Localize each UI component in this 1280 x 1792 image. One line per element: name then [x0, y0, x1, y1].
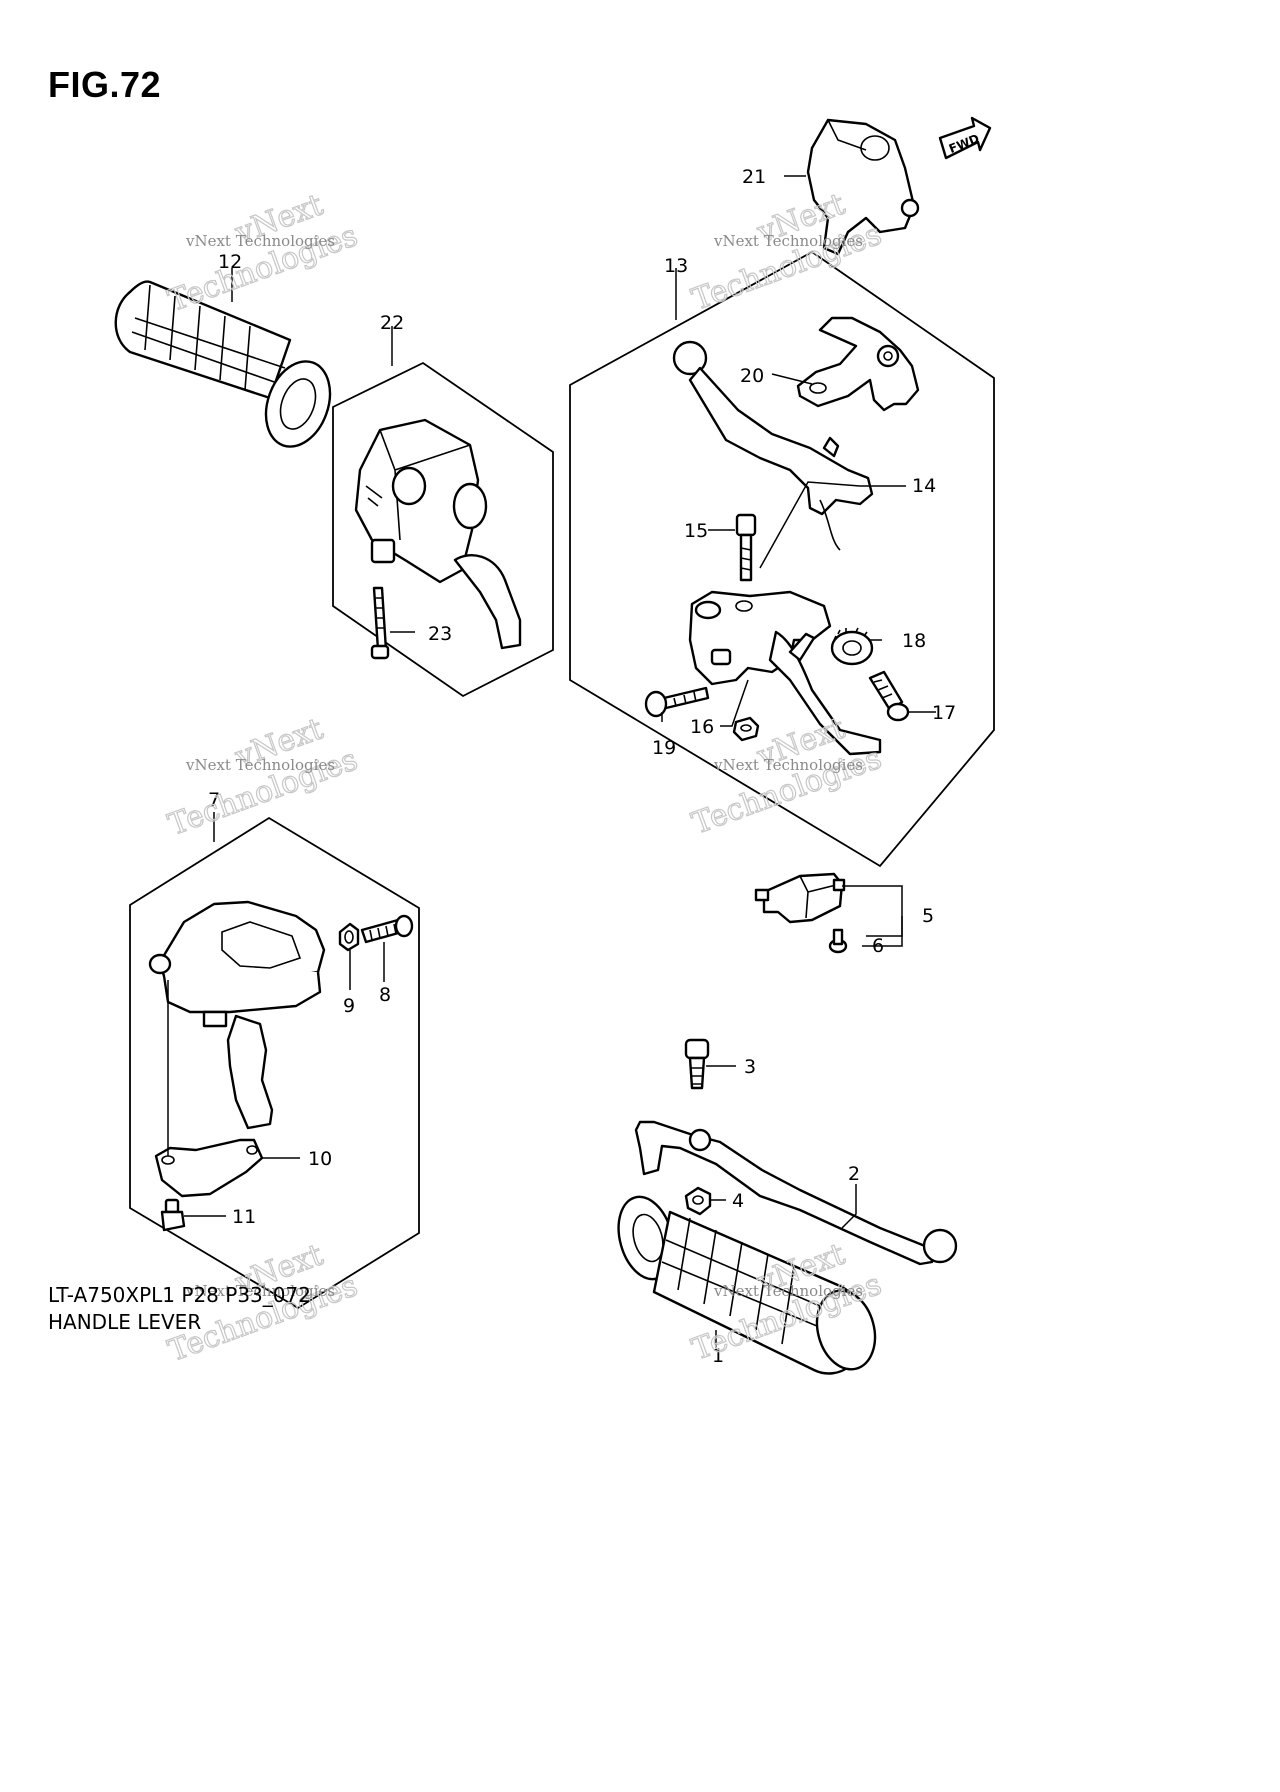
- screw-23-part: [370, 586, 390, 660]
- nut-4-part: [684, 1186, 712, 1216]
- svg-text:vNext Technologies: vNext Technologies: [713, 1282, 863, 1300]
- callout-labels: 1 2 3 4 5 6 7 8 9 10 11 12 13 14 15 16 1…: [208, 166, 956, 1367]
- brake-lever-2-part: [634, 1120, 958, 1266]
- pivot-bolt-3-part: [684, 1038, 710, 1090]
- lever-cover-part: [806, 118, 920, 256]
- callout-9: 9: [343, 995, 355, 1017]
- callout-16: 16: [690, 716, 714, 738]
- assembly-box-22: [332, 361, 554, 698]
- callout-5: 5: [922, 905, 934, 927]
- switch-5-part: [754, 872, 846, 924]
- nut-9-part: [338, 922, 360, 952]
- watermark-mid-right: vNext Technologies vNext Technologies: [687, 710, 887, 842]
- callout-7: 7: [208, 789, 220, 811]
- callout-15: 15: [684, 520, 708, 542]
- screw-6-part: [828, 928, 848, 954]
- lever-holder-part: [688, 590, 882, 756]
- screw-11-part: [160, 1198, 186, 1232]
- adjuster-dial-18-part: [830, 627, 874, 666]
- figure-title: FIG.72: [48, 64, 162, 105]
- callout-22: 22: [380, 312, 404, 334]
- callout-13: 13: [664, 255, 688, 277]
- watermark-top-left: vNext Technologies vNext Technologies: [163, 187, 363, 320]
- watermark-mid-left: vNext Technologies vNext Technologies: [163, 711, 363, 844]
- callout-12: 12: [218, 251, 242, 273]
- callout-10: 10: [308, 1148, 332, 1170]
- callout-2: 2: [848, 1163, 860, 1185]
- bolt-19-part: [644, 686, 710, 718]
- cover-plate-10-part: [154, 1138, 264, 1198]
- throttle-housing-part: [148, 900, 326, 1130]
- callout-20: 20: [740, 365, 764, 387]
- callout-11: 11: [232, 1206, 256, 1228]
- svg-text:vNext Technologies: vNext Technologies: [713, 756, 863, 774]
- callout-4: 4: [732, 1190, 744, 1212]
- callout-17: 17: [932, 702, 956, 724]
- assembly-box-13: [569, 250, 995, 868]
- callout-19: 19: [652, 737, 676, 759]
- callout-23: 23: [428, 623, 452, 645]
- assembly-box-7: [129, 816, 420, 1310]
- callout-21: 21: [742, 166, 766, 188]
- nut-16-part: [732, 716, 760, 742]
- guide-plate-part: [796, 316, 920, 412]
- callout-8: 8: [379, 984, 391, 1006]
- callout-1: 1: [712, 1345, 724, 1367]
- right-grip-part: [617, 1195, 877, 1375]
- fwd-arrow-icon: FWD: [938, 116, 992, 160]
- callout-18: 18: [902, 630, 926, 652]
- section-name-caption: HANDLE LEVER: [48, 1310, 202, 1334]
- left-grip-part: [114, 280, 332, 448]
- callout-14: 14: [912, 475, 936, 497]
- handlebar-switch-part: [354, 418, 522, 650]
- svg-text:vNext Technologies: vNext Technologies: [185, 232, 335, 250]
- callout-3: 3: [744, 1056, 756, 1078]
- svg-text:vNext Technologies: vNext Technologies: [713, 232, 863, 250]
- svg-text:vNext Technologies: vNext Technologies: [185, 1282, 335, 1300]
- brake-lever-14-part: [672, 340, 874, 551]
- svg-text:vNext Technologies: vNext Technologies: [185, 756, 335, 774]
- bolt-8-part: [360, 914, 414, 944]
- bolt-17-part: [868, 670, 910, 722]
- model-code-caption: LT-A750XPL1 P28 P33_072: [48, 1283, 311, 1307]
- callout-6: 6: [872, 935, 884, 957]
- pivot-bolt-15-part: [735, 513, 757, 582]
- leader-lines: [167, 175, 936, 1348]
